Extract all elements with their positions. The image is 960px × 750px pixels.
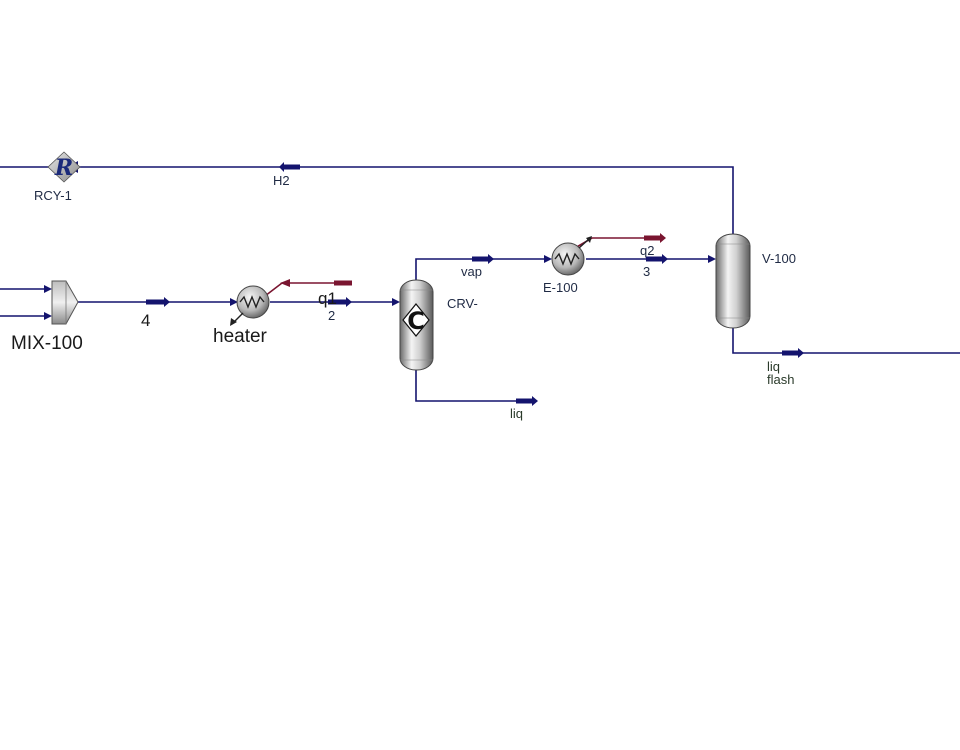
energy-q2-line[interactable] <box>574 237 664 249</box>
stream-2-flag[interactable] <box>328 297 352 307</box>
energy-q1-label: q1 <box>318 289 337 308</box>
stream-4-flag[interactable] <box>146 297 170 307</box>
stream-h2-line[interactable] <box>78 166 734 236</box>
cooler-duty-arrow <box>578 238 590 249</box>
column-label: CRV- <box>447 296 478 311</box>
mixer-inlet-bottom-arrowhead <box>44 312 52 320</box>
stream-h2-label: H2 <box>273 173 290 188</box>
cooler-label: E-100 <box>543 280 578 295</box>
stream-4-label: 4 <box>141 311 150 330</box>
energy-q1-arrowhead <box>280 279 290 287</box>
mixer-unit-mix-100[interactable] <box>51 280 79 325</box>
stream-3-label: 3 <box>643 264 650 279</box>
separator-label: V-100 <box>762 251 796 266</box>
stream-3-flag[interactable] <box>646 254 668 264</box>
separator-vessel-icon <box>715 233 751 329</box>
column-unit-crv[interactable]: C <box>399 279 434 371</box>
stream-liq-flash-flag[interactable] <box>782 348 804 358</box>
recycle-label: RCY-1 <box>34 188 72 203</box>
recycle-diamond-icon <box>47 151 81 183</box>
stream-liq-line[interactable] <box>415 370 530 402</box>
energy-q2-flag[interactable] <box>644 233 666 243</box>
stream-vap-arrowhead <box>544 255 552 263</box>
stream-2-arrowhead <box>392 298 400 306</box>
stream-liq-flash-label-line1: liq <box>767 359 780 374</box>
mixer-icon <box>51 280 79 325</box>
stream-vap-flag[interactable] <box>472 254 494 264</box>
energy-q2-label: q2 <box>640 243 654 258</box>
stream-2-label: 2 <box>328 308 335 323</box>
stream-liq-flash-label-line2: flash <box>767 372 794 387</box>
heater-unit[interactable] <box>230 285 270 326</box>
recycle-r-icon: R <box>54 155 73 181</box>
recycle-unit-rcy-1[interactable]: R <box>47 151 81 183</box>
stream-liq-label: liq <box>510 406 523 421</box>
mixer-label: MIX-100 <box>11 333 83 354</box>
stream-h2-flag[interactable] <box>279 162 300 172</box>
stream-liq-flag[interactable] <box>516 396 538 406</box>
stream-3-arrowhead <box>708 255 716 263</box>
cooler-unit-e-100[interactable] <box>551 236 592 276</box>
separator-unit-v-100[interactable] <box>715 233 751 329</box>
column-diamond-icon <box>402 303 430 337</box>
cooler-exchanger-icon <box>551 242 585 276</box>
energy-q1-flag[interactable] <box>334 280 352 286</box>
stream-vap-line[interactable] <box>415 258 550 280</box>
column-c-icon: C <box>407 307 425 335</box>
stream-liq-flash-line[interactable] <box>732 326 960 354</box>
mixer-inlet-top-arrowhead <box>44 285 52 293</box>
stream-4-arrowhead <box>230 298 238 306</box>
heater-exchanger-icon <box>236 285 270 319</box>
heater-label: heater <box>213 326 268 347</box>
stream-vap-label: vap <box>461 264 482 279</box>
